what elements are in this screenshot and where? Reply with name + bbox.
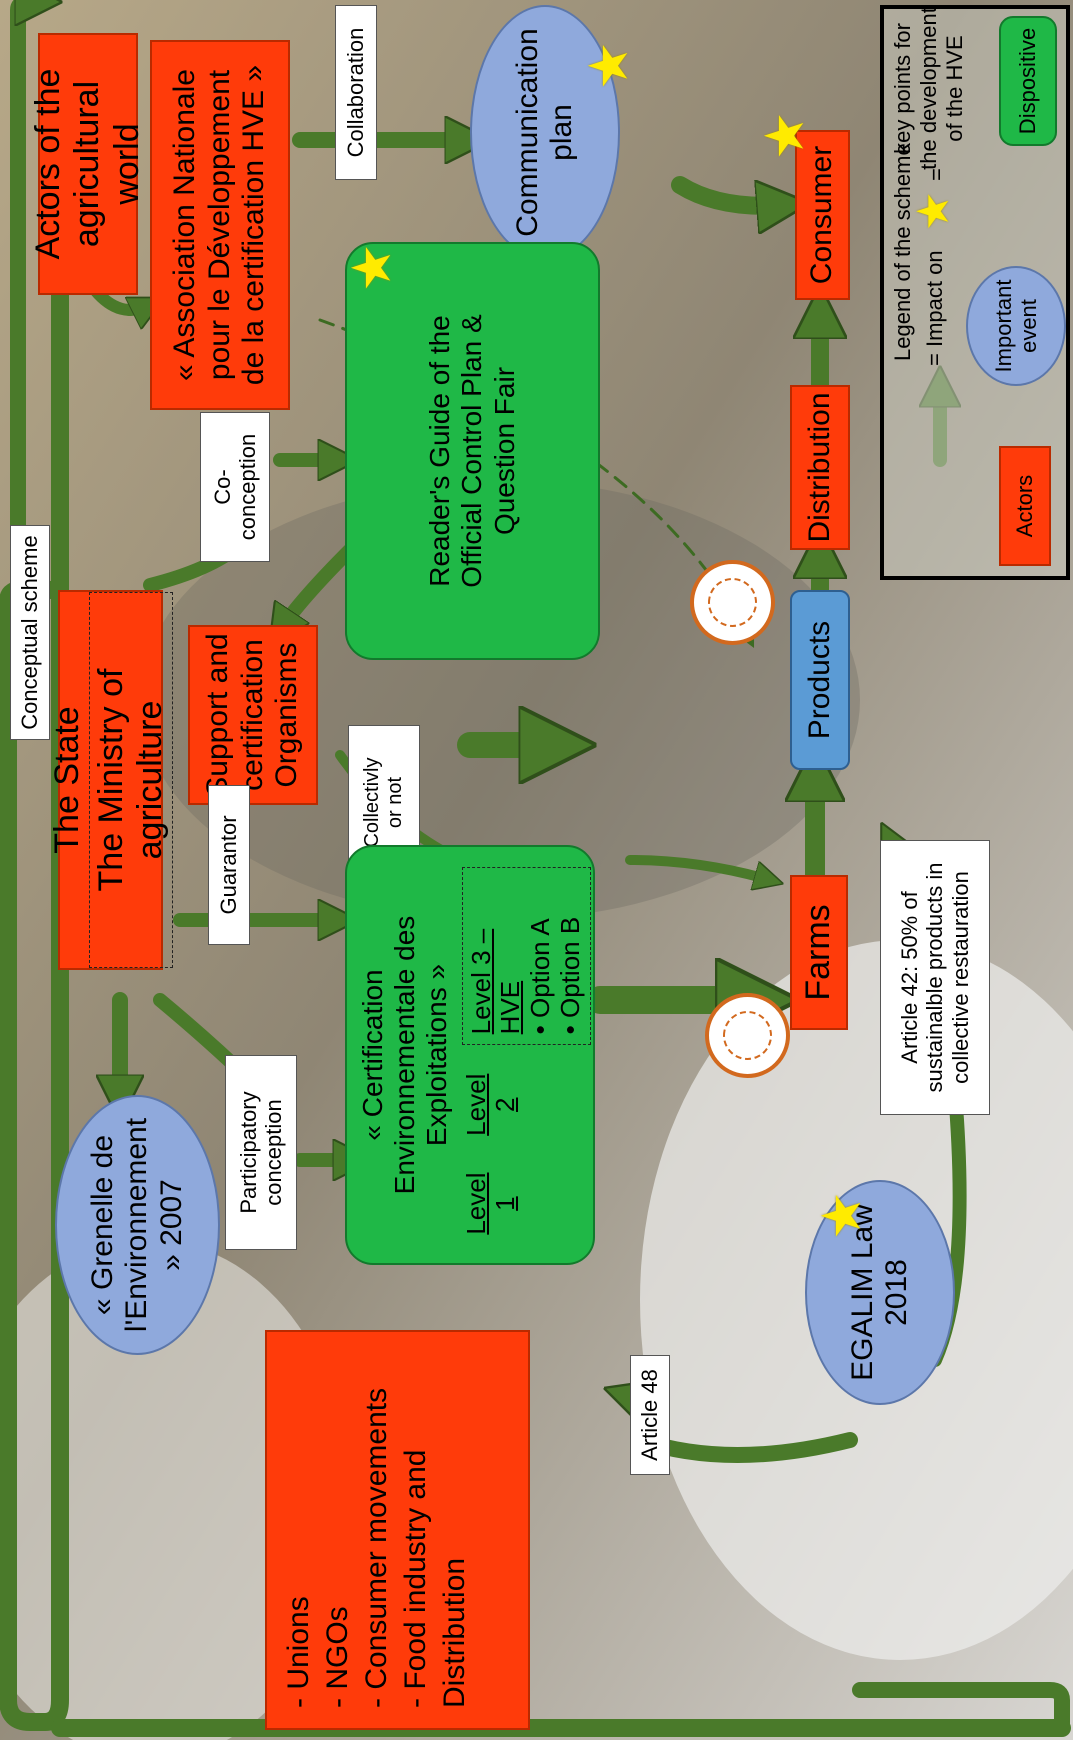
participatory-label: Participatory conception: [225, 1055, 297, 1250]
stakeholder-ngos: - NGOs: [321, 1606, 354, 1708]
stakeholders-box: - Unions - NGOs - Consumer movements - F…: [265, 1330, 530, 1730]
star-egalim-icon: ★: [812, 1191, 872, 1240]
arrow-state-to-communication: [10, 0, 40, 543]
level-1-label: Level 1: [460, 1172, 521, 1235]
legend-dispositive: Dispositive: [999, 16, 1057, 146]
star-consumer-icon: ★: [755, 111, 815, 160]
legend-title: Legend of the scheme: [890, 143, 915, 361]
arrow-guide-to-support: [280, 543, 357, 630]
legend-event: Important event: [966, 266, 1066, 386]
option-b-text: Option B: [555, 916, 586, 1018]
title-label: Conceptual scheme: [10, 525, 50, 740]
certification-dispositive: « Certification Environnementale des Exp…: [345, 845, 595, 1265]
agri-world-box: Actors of the agricultural world: [29, 33, 146, 295]
star-guide-icon: ★: [342, 243, 402, 292]
level-2-label: Level 2: [460, 1073, 521, 1136]
option-a-label: • Option A: [525, 918, 556, 1035]
coconception-label: Co-conception: [200, 412, 270, 562]
arrow-communication-to-consumer: [671, 176, 785, 206]
farms-box: Farms: [790, 875, 848, 1030]
article42-label: Article 42: 50% of sustainalble products…: [880, 840, 990, 1115]
grenelle-event: « Grenelle de l'Environnement » 2007: [55, 1095, 220, 1355]
distribution-box: Distribution: [790, 385, 850, 550]
stakeholder-unions: - Unions: [282, 1596, 315, 1708]
collaboration-label: Collaboration: [335, 5, 377, 180]
legend-actors: Actors: [999, 446, 1051, 566]
star-communication-icon: ★: [579, 41, 639, 90]
legend-key-points: key points for the development of the HV…: [890, 7, 967, 170]
legend-star-icon: ★: [909, 191, 958, 231]
support-organisms-box: Support and certification Organisms: [188, 625, 318, 805]
readers-guide-dispositive: Reader's Guide of the Official Control P…: [345, 242, 600, 660]
hve-seal-icon: [705, 993, 790, 1078]
stakeholder-consumer: - Consumer movements: [360, 1387, 393, 1708]
article48-label: Article 48: [630, 1355, 670, 1475]
ministry-label: The Ministry of agriculture: [88, 592, 174, 968]
products-box: Products: [790, 590, 850, 770]
hve-seal-exploitation-icon: [690, 560, 775, 645]
arrow-level3-to-farms: [625, 855, 770, 880]
level-3-label: Level 3 – HVE: [465, 928, 526, 1035]
arrow-outer-bottom-to-egalim: [852, 1682, 1070, 1736]
level-3-group: Level 3 – HVE • Option A • Option B: [461, 867, 592, 1046]
state-label: The State: [47, 706, 86, 854]
legend-impact: = Impact on: [922, 250, 947, 366]
stakeholder-food-industry: - Food industry and Distribution: [399, 1449, 471, 1708]
arrow-agri-to-association: [89, 284, 150, 310]
legend-box: Legend of the scheme = Impact on ★ = key…: [880, 5, 1070, 580]
certification-title: « Certification Environnementale des Exp…: [357, 915, 453, 1195]
state-box: The State The Ministry of agriculture: [48, 590, 174, 970]
guarantor-label: Guarantor: [208, 785, 250, 945]
option-b-label: • Option B: [555, 916, 586, 1035]
association-box: « Association Nationale pour le Développ…: [150, 40, 290, 410]
option-a-text: Option A: [525, 918, 556, 1018]
